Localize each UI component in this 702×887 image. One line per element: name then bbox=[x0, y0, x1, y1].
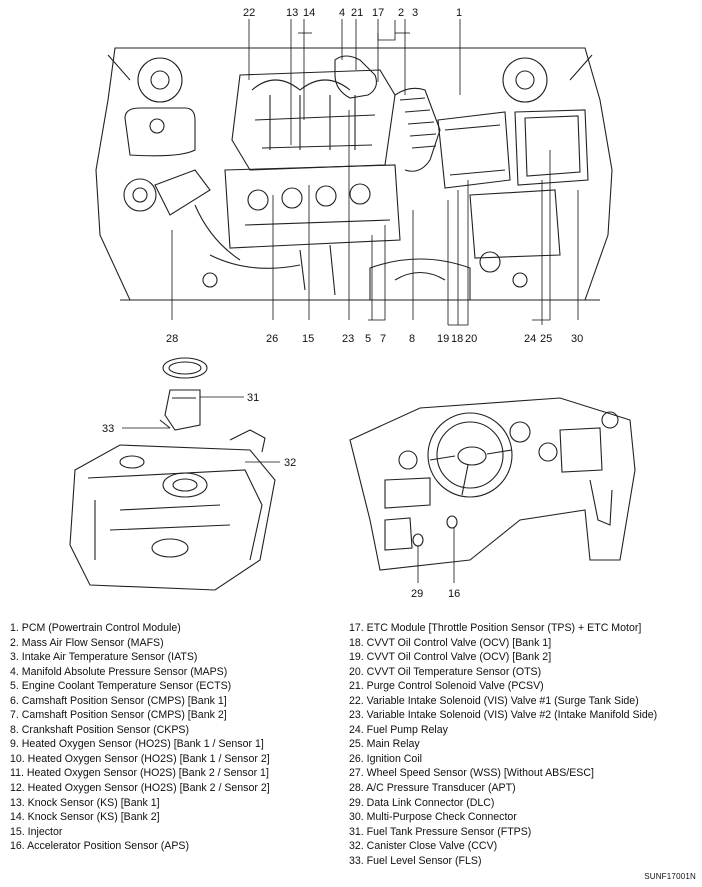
legend-item: 7. Camshaft Position Sensor (CMPS) [Bank… bbox=[10, 709, 227, 722]
callout-2: 2 bbox=[398, 7, 404, 19]
legend-item: 17. ETC Module [Throttle Position Sensor… bbox=[349, 622, 642, 634]
legend-item: 14. Knock Sensor (KS) [Bank 2] bbox=[10, 811, 160, 824]
legend-item: 28. A/C Pressure Transducer (APT) bbox=[349, 782, 516, 795]
engine-callout-numbers: 22 13 14 4 21 17 2 3 1 28 26 15 23 5 7 8… bbox=[166, 7, 583, 345]
callout-30: 30 bbox=[571, 333, 583, 345]
legend-right-column: 17. ETC Module [Throttle Position Sensor… bbox=[349, 621, 657, 868]
callout-8: 8 bbox=[409, 333, 415, 345]
legend-item: 12. Heated Oxygen Sensor (HO2S) [Bank 2 … bbox=[10, 782, 270, 795]
legend-item: 3. Intake Air Temperature Sensor (IATS) bbox=[10, 651, 198, 664]
callout-24: 24 bbox=[524, 333, 536, 345]
legend-item: 2. Mass Air Flow Sensor (MAFS) bbox=[10, 636, 164, 649]
legend-item: 5. Engine Coolant Temperature Sensor (EC… bbox=[10, 680, 232, 693]
legend-item: 13. Knock Sensor (KS) [Bank 1] bbox=[10, 796, 160, 809]
legend-item: 27. Wheel Speed Sensor (WSS) [Without AB… bbox=[349, 767, 594, 780]
callout-31: 31 bbox=[247, 392, 259, 404]
callout-33: 33 bbox=[102, 423, 114, 435]
dashboard-drawing bbox=[349, 397, 636, 571]
legend-item: 31. Fuel Tank Pressure Sensor (FTPS) bbox=[349, 825, 532, 838]
engine-leader-lines bbox=[171, 19, 579, 326]
legend-item: 21. Purge Control Solenoid Valve (PCSV) bbox=[349, 680, 544, 693]
callout-18: 18 bbox=[451, 333, 463, 345]
legend-item: 18. CVVT Oil Control Valve (OCV) [Bank 1… bbox=[349, 636, 552, 649]
dashboard-leader-lines bbox=[417, 528, 455, 583]
legend-item: 26. Ignition Coil bbox=[349, 752, 423, 765]
callout-22: 22 bbox=[243, 7, 255, 19]
legend-item: 15. Injector bbox=[10, 825, 63, 838]
legend-item: 9. Heated Oxygen Sensor (HO2S) [Bank 1 /… bbox=[10, 738, 264, 751]
legend-item: 6. Camshaft Position Sensor (CMPS) [Bank… bbox=[10, 694, 227, 707]
callout-21: 21 bbox=[351, 7, 363, 19]
dashboard-callouts: 29 16 bbox=[411, 588, 460, 600]
legend-item: 29. Data Link Connector (DLC) bbox=[349, 796, 495, 809]
legend-item: 24. Fuel Pump Relay bbox=[349, 723, 448, 736]
callout-28: 28 bbox=[166, 333, 178, 345]
callout-4: 4 bbox=[339, 7, 345, 19]
legend-left-column: 1. PCM (Powertrain Control Module) 2. Mas… bbox=[10, 621, 270, 854]
legend-item: 25. Main Relay bbox=[349, 738, 420, 751]
callout-17: 17 bbox=[372, 7, 384, 19]
legend-item: 10. Heated Oxygen Sensor (HO2S) [Bank 1 … bbox=[10, 752, 270, 765]
callout-16: 16 bbox=[448, 588, 460, 600]
callout-32: 32 bbox=[284, 457, 296, 469]
component-location-diagram: 22 13 14 4 21 17 2 3 1 28 26 15 23 5 7 8… bbox=[69, 7, 636, 600]
legend-item: 1. PCM (Powertrain Control Module) bbox=[10, 622, 181, 634]
callout-19: 19 bbox=[437, 333, 449, 345]
callout-7: 7 bbox=[380, 333, 386, 345]
legend-item: 32. Canister Close Valve (CCV) bbox=[349, 840, 498, 853]
callout-14: 14 bbox=[303, 7, 315, 19]
callout-1: 1 bbox=[456, 7, 462, 19]
engine-bay-drawing bbox=[95, 47, 613, 301]
callout-3: 3 bbox=[412, 7, 418, 19]
legend-item: 33. Fuel Level Sensor (FLS) bbox=[349, 854, 482, 867]
legend-item: 30. Multi-Purpose Check Connector bbox=[349, 811, 517, 824]
callout-29: 29 bbox=[411, 588, 423, 600]
legend-item: 4. Manifold Absolute Pressure Sensor (MA… bbox=[10, 665, 228, 678]
legend-item: 22. Variable Intake Solenoid (VIS) Valve… bbox=[349, 694, 639, 707]
fuel-tank-callouts: 31 33 32 bbox=[102, 392, 296, 469]
callout-13: 13 bbox=[286, 7, 298, 19]
legend-item: 11. Heated Oxygen Sensor (HO2S) [Bank 2 … bbox=[10, 767, 269, 780]
callout-15: 15 bbox=[302, 333, 314, 345]
legend-item: 16. Accelerator Position Sensor (APS) bbox=[10, 840, 190, 853]
legend-item: 19. CVVT Oil Control Valve (OCV) [Bank 2… bbox=[349, 651, 552, 664]
fuel-tank-leader-lines bbox=[122, 396, 280, 463]
legend-item: 20. CVVT Oil Temperature Sensor (OTS) bbox=[349, 665, 542, 678]
callout-25: 25 bbox=[540, 333, 552, 345]
legend-item: 8. Crankshaft Position Sensor (CKPS) bbox=[10, 723, 189, 736]
callout-20: 20 bbox=[465, 333, 477, 345]
legend-item: 23. Variable Intake Solenoid (VIS) Valve… bbox=[349, 709, 658, 722]
callout-5: 5 bbox=[365, 333, 371, 345]
figure-code: SUNF17001N bbox=[644, 872, 696, 881]
callout-26: 26 bbox=[266, 333, 278, 345]
callout-23: 23 bbox=[342, 333, 354, 345]
fuel-tank-drawing bbox=[69, 357, 276, 591]
